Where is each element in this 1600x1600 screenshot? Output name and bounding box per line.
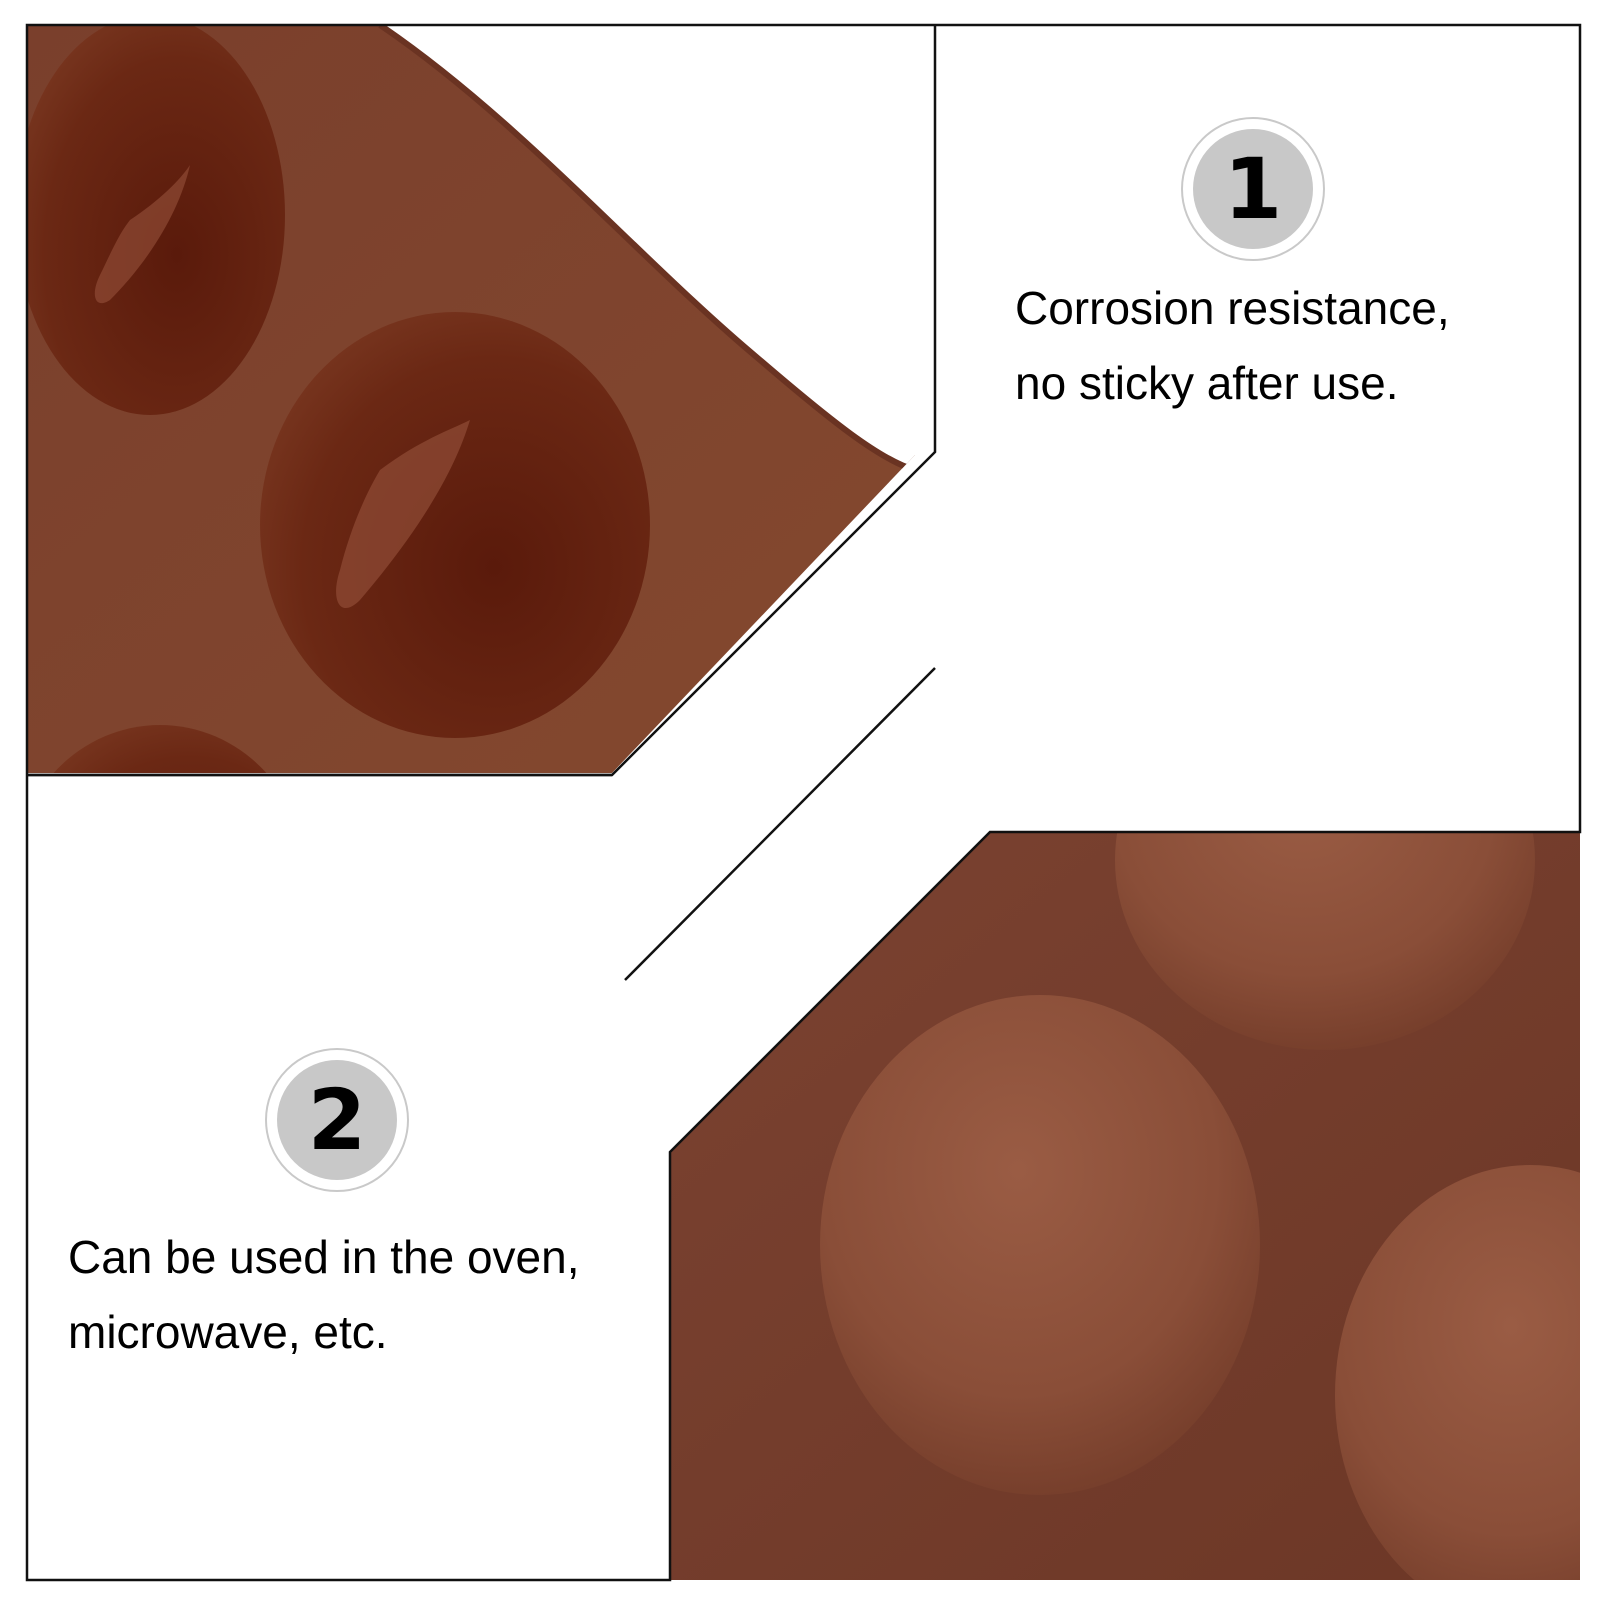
feature-line: microwave, etc. — [68, 1306, 388, 1358]
cavity-highlight — [94, 165, 190, 304]
cavity-highlight — [336, 420, 470, 609]
mold-edge-background — [380, 25, 915, 470]
feature-number: 1 — [1193, 129, 1313, 249]
feature-number: 2 — [277, 1060, 397, 1180]
feature-line: Can be used in the oven, — [68, 1231, 580, 1283]
feature-description: Corrosion resistance, no sticky after us… — [1015, 271, 1450, 421]
egg-dome — [820, 995, 1260, 1495]
egg-cavity — [260, 312, 650, 738]
feature-description: Can be used in the oven, microwave, etc. — [68, 1220, 579, 1370]
mold-rim — [378, 25, 915, 473]
top-left-mold-photo — [27, 25, 915, 773]
egg-cavity — [27, 725, 305, 773]
feature-line: Corrosion resistance, — [1015, 282, 1450, 334]
feature-number-badge: 1 — [1181, 117, 1325, 261]
egg-dome — [1115, 832, 1535, 1050]
egg-dome — [1335, 1165, 1580, 1580]
feature-line: no sticky after use. — [1015, 357, 1399, 409]
feature-number-badge: 2 — [265, 1048, 409, 1192]
frame-lines — [25, 23, 1582, 1582]
bottom-right-mold-photo — [670, 832, 1580, 1580]
